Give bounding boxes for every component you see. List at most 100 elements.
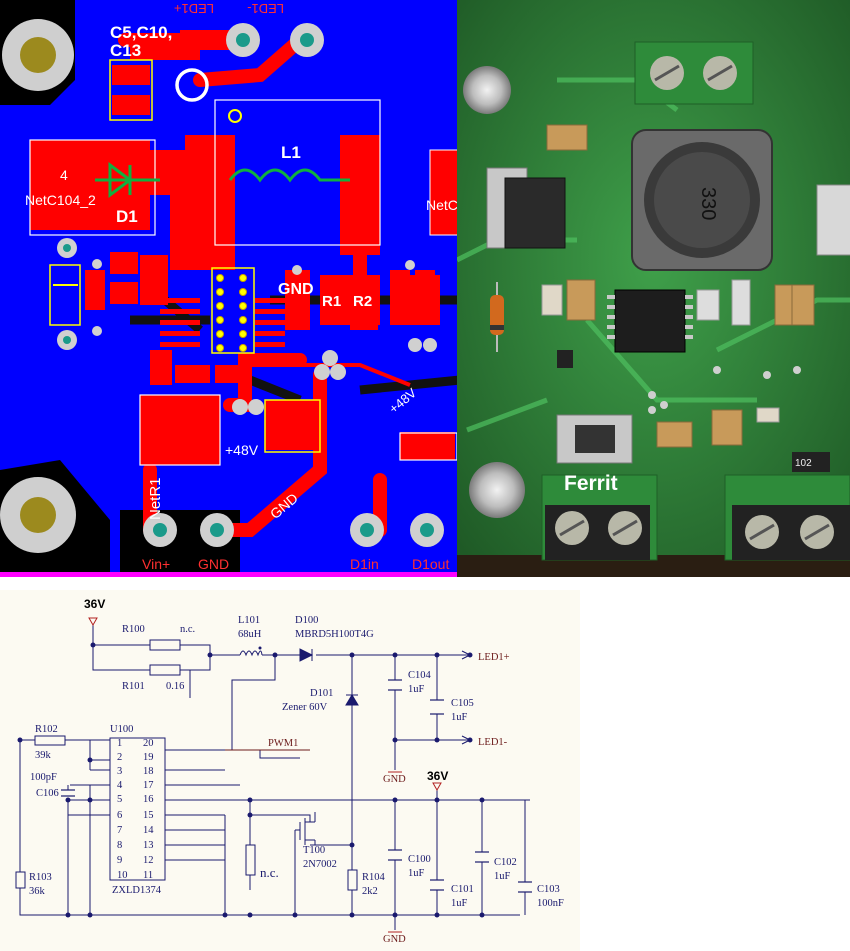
- smd-diode-package: [486, 167, 566, 249]
- label-gnd-pad: GND: [198, 556, 229, 572]
- r102-value: 39k: [35, 750, 52, 761]
- d101-value: Zener 60V: [282, 702, 328, 713]
- smd-components: 102: [541, 124, 830, 472]
- d100-value: MBRD5H100T4G: [295, 629, 374, 640]
- diode-d100: [299, 648, 314, 662]
- schematic-junctions: [17, 642, 485, 918]
- gnd-label-1: GND: [383, 774, 406, 785]
- svg-text:12: 12: [143, 855, 154, 866]
- inductor-component: 330: [631, 129, 773, 271]
- circuit-schematic: 1 2 3 4 5 6 7 8 9 10 20 19 18 17 16 15 1…: [0, 590, 580, 951]
- c102-value: 1uF: [494, 871, 511, 882]
- r103-value: 36k: [29, 886, 46, 897]
- u100-pins-right: 20 19 18 17 16 15 14 13 12 11: [143, 738, 154, 881]
- svg-text:7: 7: [117, 825, 122, 836]
- label-led-minus: LED1-: [247, 1, 284, 16]
- t100-part: 2N7002: [303, 859, 337, 870]
- net-connectors: [461, 650, 473, 745]
- label-r1: R1: [322, 293, 341, 310]
- label-netc: NetC104_2: [25, 192, 96, 208]
- inductor-symbol: [228, 168, 350, 183]
- through-hole-drills: [63, 33, 434, 537]
- label-led-plus: LED1+: [174, 1, 214, 16]
- board-photo: 330 102: [457, 0, 850, 577]
- svg-text:14: 14: [143, 825, 154, 836]
- c100-label: C100: [408, 854, 431, 865]
- label-netc-right: NetC: [426, 197, 457, 213]
- photo-mount-hole-1: [463, 66, 511, 114]
- r100-value: n.c.: [180, 624, 195, 635]
- schematic-background: [0, 590, 580, 951]
- edge-component: [430, 150, 457, 235]
- nc-resistor-label: n.c.: [260, 865, 279, 880]
- label-r2: R2: [353, 293, 372, 310]
- rail-36v-top: 36V: [84, 597, 105, 611]
- svg-text:4: 4: [117, 780, 123, 791]
- label-d1: D1: [116, 207, 138, 226]
- label-48v: +48V: [225, 442, 259, 458]
- c101-label: C101: [451, 884, 474, 895]
- label-cap-group: C5,C10,: [110, 23, 172, 42]
- c104-label: C104: [408, 670, 432, 681]
- c106-label: C106: [36, 788, 59, 799]
- silkscreen-components: [49, 59, 321, 453]
- u100-pins-left: 1 2 3 4 5 6 7 8 9 10: [117, 738, 128, 881]
- svg-text:5: 5: [117, 794, 122, 805]
- c105-label: C105: [451, 698, 474, 709]
- rail-36v-right: 36V: [427, 769, 448, 783]
- edge-component-photo: [816, 184, 850, 256]
- label-netr1: NetR1: [147, 477, 164, 520]
- zener-d101: [345, 694, 359, 706]
- svg-text:18: 18: [143, 766, 154, 777]
- svg-text:10: 10: [117, 870, 128, 881]
- label-l1: L1: [281, 143, 301, 162]
- svg-text:1: 1: [117, 738, 122, 749]
- label-d1out: D1out: [412, 556, 449, 572]
- svg-text:2: 2: [117, 752, 122, 763]
- l101-label: L101: [238, 615, 260, 626]
- u100-label: U100: [110, 724, 133, 735]
- terminal-block-top: [634, 41, 754, 105]
- inductor-l101: [239, 650, 263, 657]
- svg-text:19: 19: [143, 752, 154, 763]
- label-cap-group-2: C13: [110, 41, 141, 60]
- svg-text:6: 6: [117, 810, 122, 821]
- board-edge-strip: [0, 572, 457, 577]
- l101-value: 68uH: [238, 629, 262, 640]
- label-vin: Vin+: [142, 556, 170, 572]
- terminal-block-bottom-right: [724, 474, 850, 561]
- svg-text:9: 9: [117, 855, 122, 866]
- c105-value: 1uF: [451, 712, 468, 723]
- c102-label: C102: [494, 857, 517, 868]
- label-gnd-mid: GND: [278, 281, 314, 298]
- fiducial-mark: [228, 109, 242, 123]
- r101-value: 0.16: [166, 681, 184, 692]
- svg-text:8: 8: [117, 840, 122, 851]
- axial-diode: [490, 282, 504, 352]
- c101-value: 1uF: [451, 898, 468, 909]
- schematic-components: [15, 639, 358, 891]
- led-minus-label: LED1-: [478, 737, 508, 748]
- sot-transistor: [557, 350, 573, 368]
- c103-value: 100nF: [537, 898, 564, 909]
- c100-value: 1uF: [408, 868, 425, 879]
- gnd-label-2: GND: [383, 934, 406, 945]
- diode-symbol: [95, 162, 160, 198]
- svg-text:13: 13: [143, 840, 154, 851]
- pwm-label: PWM1: [268, 738, 298, 749]
- label-d1in: D1in: [350, 556, 379, 572]
- ic-pads: [160, 298, 285, 347]
- r102-label: R102: [35, 724, 58, 735]
- r101-label: R101: [122, 681, 145, 692]
- capacitor-plates: [61, 679, 532, 893]
- c106-value: 100pF: [30, 772, 57, 783]
- r104-label: R104: [362, 872, 386, 883]
- svg-text:20: 20: [143, 738, 154, 749]
- power-symbols: [88, 617, 442, 933]
- schematic-wires: [19, 625, 530, 930]
- c103-label: C103: [537, 884, 560, 895]
- svg-text:17: 17: [143, 780, 154, 791]
- r100-label: R100: [122, 624, 145, 635]
- svg-text:16: 16: [143, 794, 154, 805]
- t100-label: T100: [303, 845, 325, 856]
